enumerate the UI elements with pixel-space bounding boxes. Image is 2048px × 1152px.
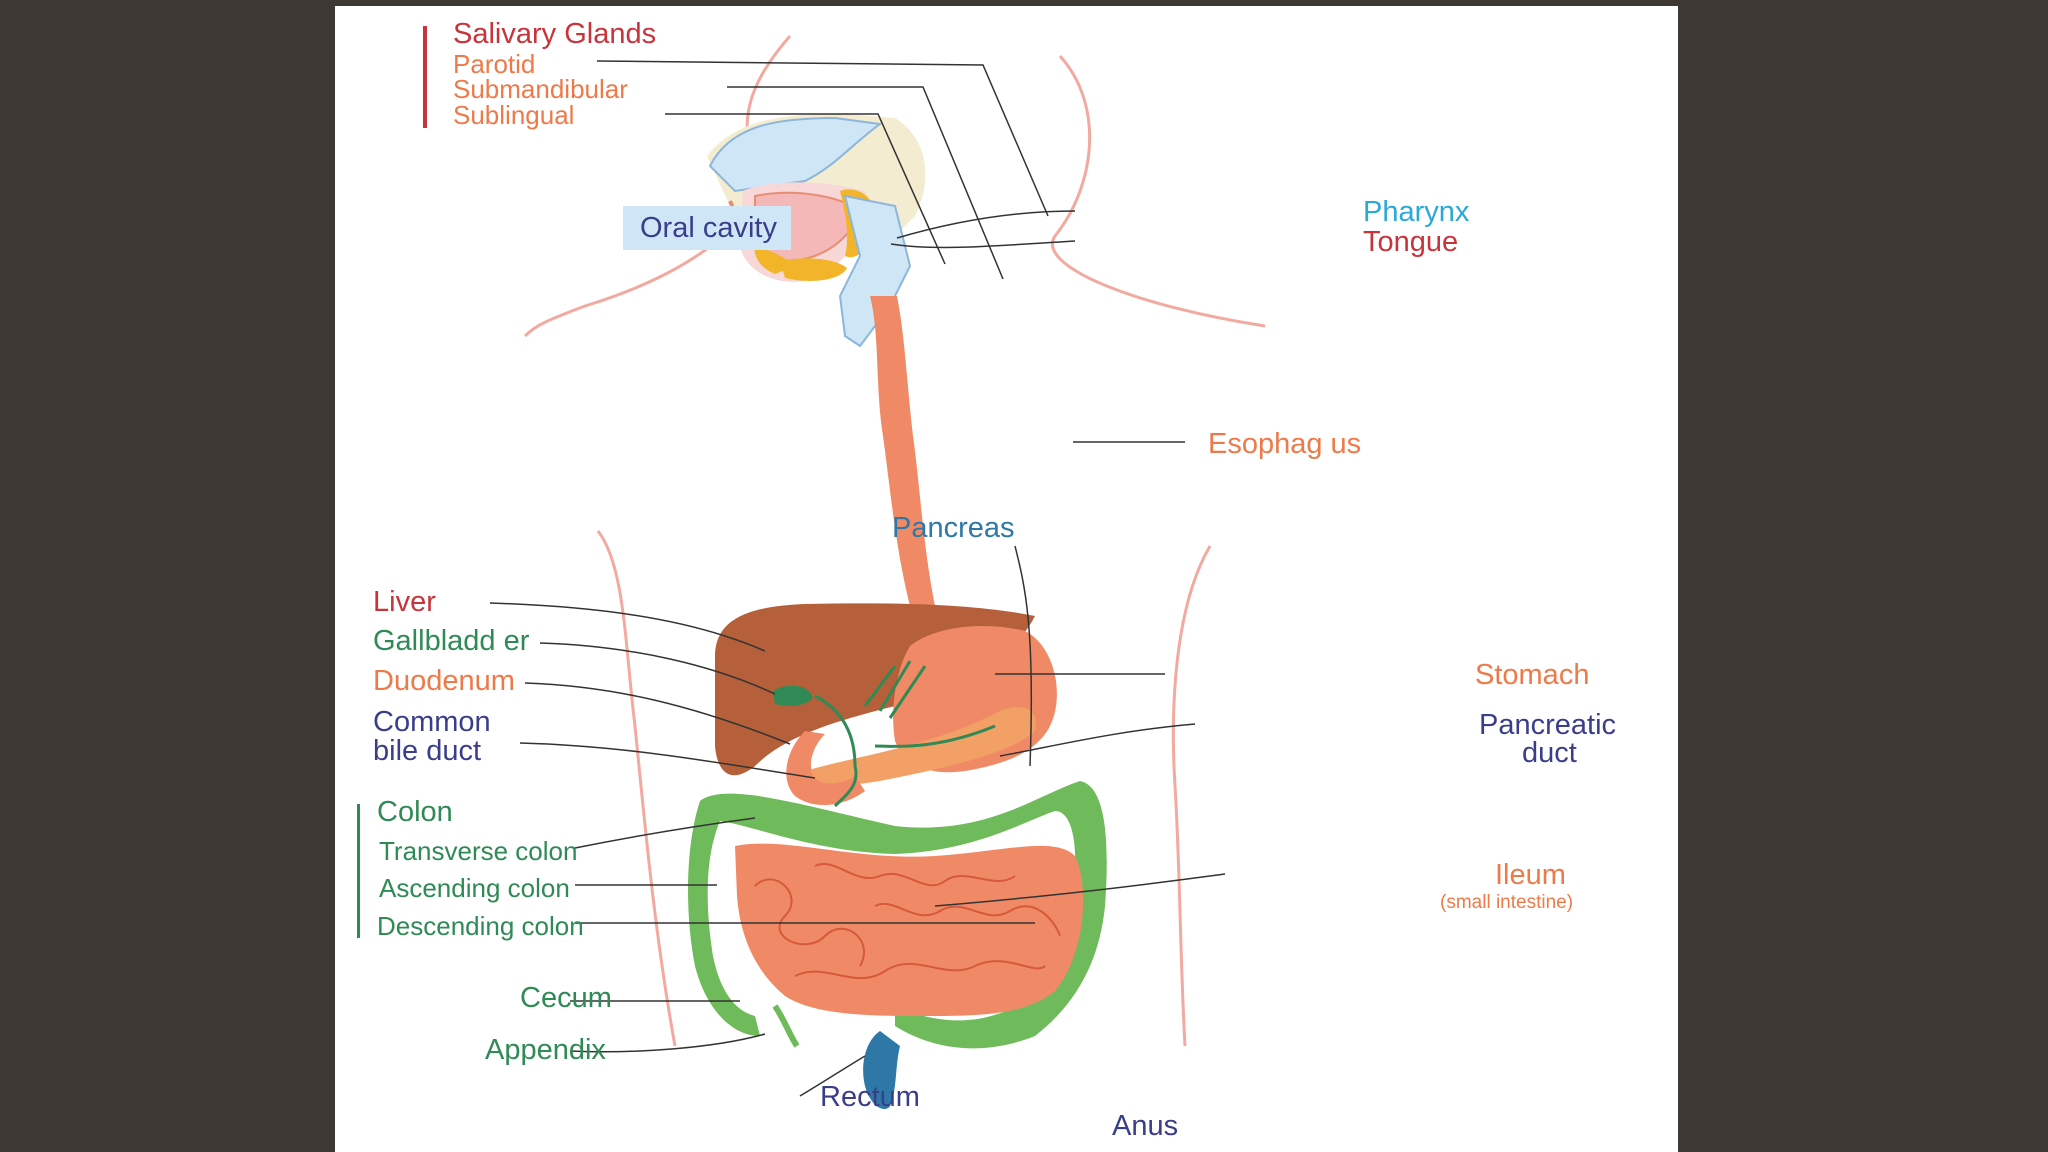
label-gallbladder: Gallbladd er: [373, 625, 530, 657]
small-intestine-shape: [735, 843, 1084, 1016]
esophagus-shape: [870, 296, 935, 606]
label-oral-cavity: Oral cavity: [640, 212, 777, 244]
appendix-shape: [772, 1004, 800, 1048]
label-stomach: Stomach: [1475, 659, 1590, 691]
label-transverse-colon: Transverse colon: [379, 836, 578, 866]
label-colon: Colon: [377, 796, 453, 828]
leader-lines: [489, 60, 1226, 1097]
label-submandibular: Submandibular: [453, 74, 628, 104]
label-appendix: Appendix: [485, 1034, 606, 1066]
rectum-shape: [863, 1031, 900, 1110]
label-salivary-glands: Salivary Glands: [453, 18, 657, 50]
label-anus: Anus: [1112, 1110, 1179, 1142]
intestine-folds: [754, 863, 1061, 980]
label-rectum: Rectum: [820, 1081, 920, 1113]
colon-shape: [688, 781, 1107, 1049]
bile-ducts: [814, 660, 996, 808]
label-liver: Liver: [373, 586, 436, 618]
salivary-group-bar: [423, 26, 427, 128]
duodenum-shape: [786, 731, 865, 806]
gallbladder-shape: [773, 685, 813, 706]
colon-group-bar: [357, 804, 360, 938]
label-sublingual: Sublingual: [453, 100, 575, 130]
label-esophagus: Esophag us: [1208, 428, 1362, 460]
label-small-intestine: (small intestine): [1440, 892, 1574, 913]
label-pancreatic-duct-line2: duct: [1522, 737, 1577, 769]
label-ileum: Ileum: [1495, 859, 1566, 891]
label-tongue: Tongue: [1363, 226, 1459, 258]
label-duodenum: Duodenum: [373, 665, 515, 697]
label-cecum: Cecum: [520, 982, 612, 1014]
oral-cavity-box: [623, 206, 791, 250]
label-common-bile-duct-line2: bile duct: [373, 735, 482, 767]
diagram-panel: Salivary Glands Parotid Submandibular Su…: [335, 6, 1678, 1152]
digestive-system-diagram: [357, 26, 1266, 1110]
label-common-bile-duct-line1: Common: [373, 706, 491, 738]
label-descending-colon: Descending colon: [377, 911, 584, 941]
label-pancreatic-duct-line1: Pancreatic: [1479, 709, 1617, 741]
label-pharynx: Pharynx: [1363, 196, 1470, 228]
label-parotid: Parotid: [453, 49, 536, 79]
label-ascending-colon: Ascending colon: [379, 873, 570, 903]
label-pancreas: Pancreas: [892, 512, 1015, 544]
